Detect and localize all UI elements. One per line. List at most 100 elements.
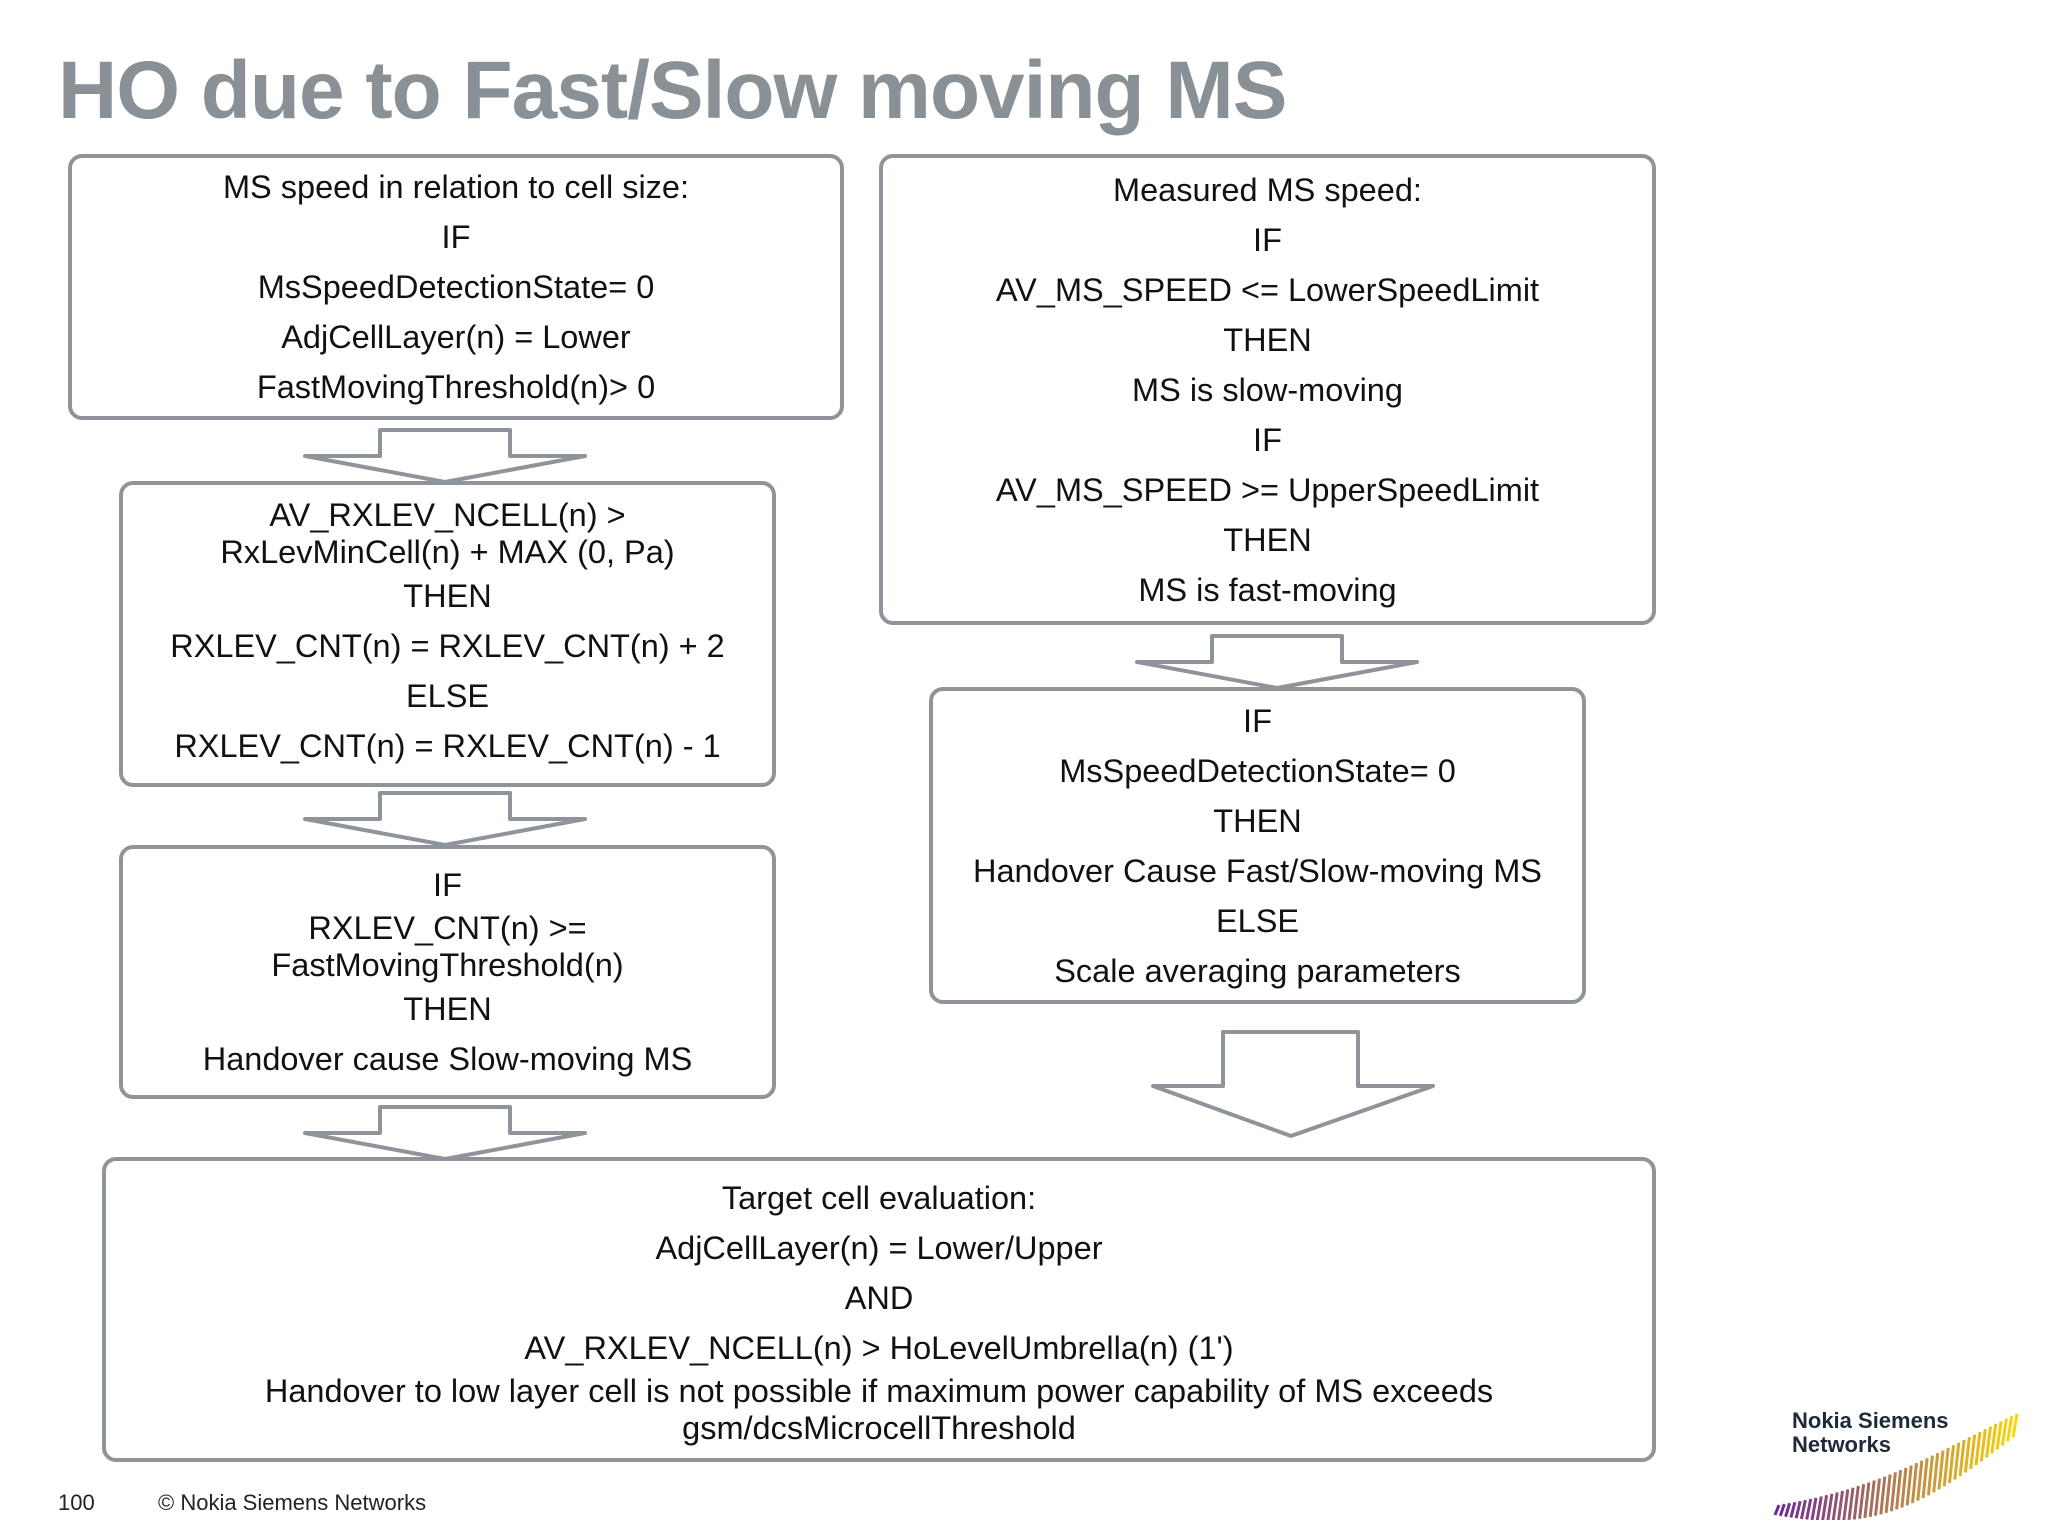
box-line: Handover Cause Fast/Slow-moving MS [973, 852, 1542, 889]
box-line: THEN [1213, 802, 1302, 839]
box-line: RXLEV_CNT(n) = RXLEV_CNT(n) - 1 [174, 728, 721, 764]
logo-wave-stroke [1963, 1437, 1971, 1473]
box-line: gsm/dcsMicrocellThreshold [682, 1409, 1076, 1446]
flow-arrow-down-icon [303, 791, 587, 847]
logo-wave-stroke [1821, 1494, 1829, 1520]
box-line: ELSE [405, 678, 490, 714]
page-number: 100 [58, 1490, 95, 1515]
flow-arrow-down-icon [1151, 1030, 1435, 1138]
box-line: Measured MS speed: [1113, 171, 1422, 208]
logo-wave-stroke [1942, 1447, 1950, 1487]
logo-wave-stroke [1858, 1484, 1866, 1519]
box-line: FastMovingThreshold(n)> 0 [256, 369, 656, 405]
logo-wave-stroke [1990, 1423, 1998, 1454]
measured-speed-box: Measured MS speed: IF AV_MS_SPEED <= Low… [879, 154, 1656, 625]
box-line: RXLEV_CNT(n) >= [308, 910, 587, 946]
logo-wave-stroke [1926, 1455, 1934, 1496]
box-line: THEN [1223, 521, 1312, 558]
box-line: AdjCellLayer(n) = Lower/Upper [655, 1229, 1103, 1266]
logo-wave-stroke [1778, 1503, 1786, 1517]
logo-wave-stroke [1905, 1465, 1913, 1506]
box-line: RXLEV_CNT(n) = RXLEV_CNT(n) + 2 [170, 628, 725, 664]
box-line: AV_RXLEV_NCELL(n) > HoLevelUmbrella(n) (… [524, 1329, 1234, 1366]
logo-wave-stroke [1889, 1472, 1897, 1512]
logo-wave-stroke [1815, 1496, 1823, 1520]
box-line: AV_RXLEV_NCELL(n) > [269, 497, 626, 533]
copyright-text: © Nokia Siemens Networks [158, 1490, 427, 1515]
logo-wave-stroke [1932, 1452, 1940, 1493]
box-line: Handover cause Slow-moving MS [202, 1041, 693, 1077]
logo-wave-stroke [1879, 1476, 1887, 1515]
nokia-siemens-logo-icon [1773, 1413, 2019, 1520]
target-cell-evaluation-box: Target cell evaluation: AdjCellLayer(n) … [102, 1157, 1656, 1462]
slow-moving-check-box: IF RXLEV_CNT(n) >= FastMovingThreshold(n… [119, 845, 776, 1099]
speed-vs-cell-size-box: MS speed in relation to cell size: IF Ms… [68, 154, 844, 420]
box-line: THEN [1223, 321, 1312, 358]
logo-wave-stroke [1974, 1431, 1982, 1466]
logo-wave-stroke [2011, 1413, 2019, 1438]
logo-wave-stroke [1805, 1498, 1813, 1520]
logo-wave-stroke [2000, 1418, 2008, 1446]
logo-wave-stroke [1826, 1493, 1834, 1520]
logo-wave-stroke [1831, 1492, 1839, 1520]
logo-line-1: Nokia Siemens [1792, 1408, 1949, 1433]
box-line: THEN [403, 991, 492, 1027]
logo-wave-stroke [1874, 1478, 1881, 1516]
logo-wave-stroke [1969, 1434, 1977, 1470]
box-line: AND [844, 1279, 914, 1316]
box-line: MsSpeedDetectionState= 0 [1059, 752, 1456, 789]
logo-wave-stroke [1979, 1429, 1987, 1462]
logo-wave-stroke [1799, 1499, 1807, 1520]
box-line: IF [1243, 702, 1272, 739]
box-line: MS speed in relation to cell size: [222, 169, 690, 205]
logo-wave-stroke [1868, 1480, 1876, 1517]
box-line: IF [441, 219, 471, 255]
box-line: Scale averaging parameters [1054, 952, 1461, 989]
box-line: MsSpeedDetectionState= 0 [257, 269, 655, 305]
rxlev-counter-box: AV_RXLEV_NCELL(n) > RxLevMinCell(n) + MA… [119, 481, 776, 787]
logo-wave-stroke [1953, 1442, 1961, 1480]
logo-wave-stroke [1995, 1421, 2003, 1450]
page-title: HO due to Fast/Slow moving MS [58, 45, 1287, 136]
logo-wave-stroke [1852, 1485, 1860, 1520]
logo-wave-stroke [1921, 1458, 1929, 1499]
box-line: MS is fast-moving [1138, 571, 1397, 608]
box-line: IF [433, 867, 462, 903]
box-line: AV_MS_SPEED >= UpperSpeedLimit [995, 471, 1540, 508]
box-line: AdjCellLayer(n) = Lower [281, 319, 631, 355]
box-line: THEN [403, 578, 492, 614]
box-line: Target cell evaluation: [721, 1179, 1037, 1216]
logo-wave-stroke [2006, 1415, 2014, 1442]
box-line: Handover to low layer cell is not possib… [264, 1372, 1494, 1409]
box-line: RxLevMinCell(n) + MAX (0, Pa) [220, 534, 675, 570]
logo-wave-stroke [1900, 1467, 1908, 1508]
logo-wave-stroke [1863, 1482, 1871, 1518]
logo-wave-stroke [1784, 1502, 1792, 1518]
logo-wave-stroke [1985, 1426, 1993, 1458]
box-line: IF [1253, 421, 1282, 458]
flow-arrow-down-icon [303, 428, 587, 484]
logo-wave-stroke [1842, 1489, 1850, 1520]
box-line: FastMovingThreshold(n) [271, 947, 624, 983]
flow-arrow-down-icon [303, 1105, 587, 1161]
box-line: ELSE [1215, 902, 1300, 939]
logo-wave-stroke [1895, 1469, 1903, 1510]
logo-line-2: Networks [1792, 1432, 1892, 1457]
logo-text: Nokia Siemens Networks [1792, 1409, 1949, 1457]
logo-wave-stroke [1773, 1504, 1781, 1516]
logo-wave-stroke [1958, 1439, 1966, 1477]
logo-wave-stroke [1810, 1497, 1818, 1520]
logo-wave-stroke [1948, 1445, 1955, 1484]
logo-wave-stroke [1916, 1460, 1924, 1501]
box-line: IF [1253, 221, 1282, 258]
logo-wave-stroke [1837, 1490, 1844, 1520]
speed-detection-state-box: IF MsSpeedDetectionState= 0 THEN Handove… [929, 687, 1586, 1004]
logo-wave-stroke [1794, 1500, 1802, 1519]
box-line: AV_MS_SPEED <= LowerSpeedLimit [995, 271, 1540, 308]
logo-wave-stroke [1937, 1450, 1945, 1490]
logo-wave-stroke [1884, 1474, 1892, 1514]
logo-wave-stroke [1911, 1462, 1918, 1504]
logo-wave-stroke [1847, 1487, 1855, 1520]
box-line: MS is slow-moving [1132, 371, 1403, 408]
flow-arrow-down-icon [1135, 634, 1419, 690]
